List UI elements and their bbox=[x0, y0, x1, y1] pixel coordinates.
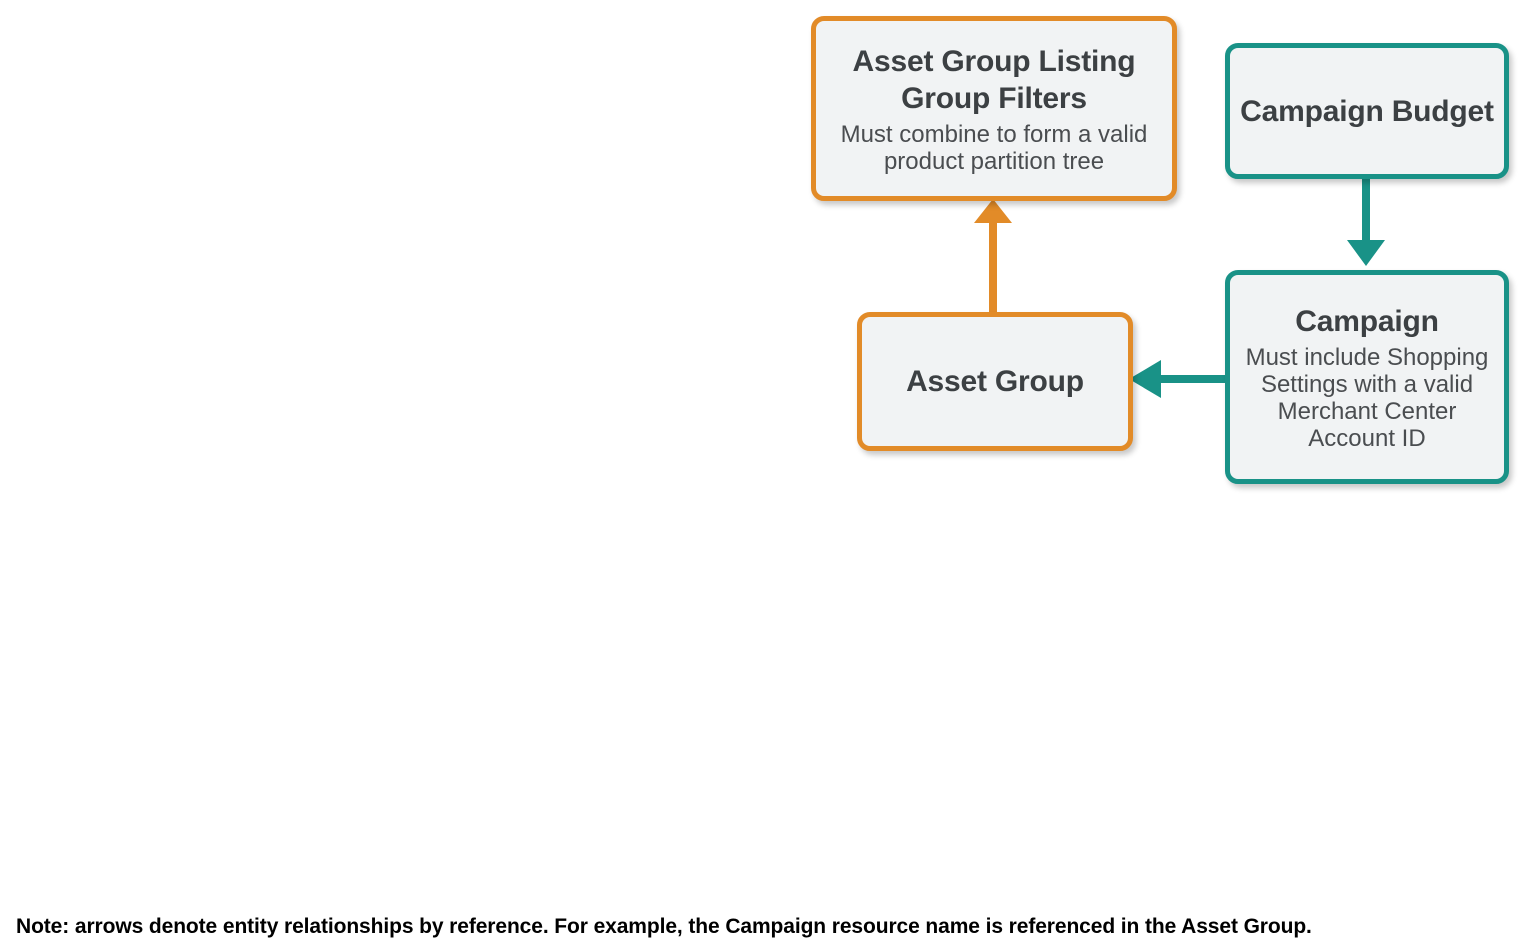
edge-line-vertical bbox=[1362, 177, 1370, 243]
node-title: Asset Group Listing Group Filters bbox=[852, 44, 1136, 115]
diagram-note: Note: arrows denote entity relationships… bbox=[16, 915, 1312, 938]
arrowhead-down-icon bbox=[1347, 240, 1385, 266]
node-campaign[interactable]: Campaign Must include Shopping Settings … bbox=[1225, 270, 1509, 484]
edge-line-horizontal bbox=[1160, 375, 1230, 383]
node-asset-group[interactable]: Asset Group bbox=[857, 312, 1133, 451]
node-asset-group-listing-group-filters[interactable]: Asset Group Listing Group Filters Must c… bbox=[811, 16, 1177, 201]
node-subtitle: Must include Shopping Settings with a va… bbox=[1245, 343, 1489, 452]
node-title: Campaign Budget bbox=[1240, 94, 1494, 128]
node-subtitle: Must combine to form a valid product par… bbox=[840, 120, 1148, 175]
edge-line-vertical bbox=[989, 218, 997, 314]
arrowhead-left-icon bbox=[1129, 360, 1161, 398]
arrowhead-up-icon bbox=[974, 199, 1012, 223]
node-title: Campaign bbox=[1295, 304, 1439, 338]
node-title: Asset Group bbox=[906, 365, 1084, 398]
node-campaign-budget[interactable]: Campaign Budget bbox=[1225, 43, 1509, 179]
